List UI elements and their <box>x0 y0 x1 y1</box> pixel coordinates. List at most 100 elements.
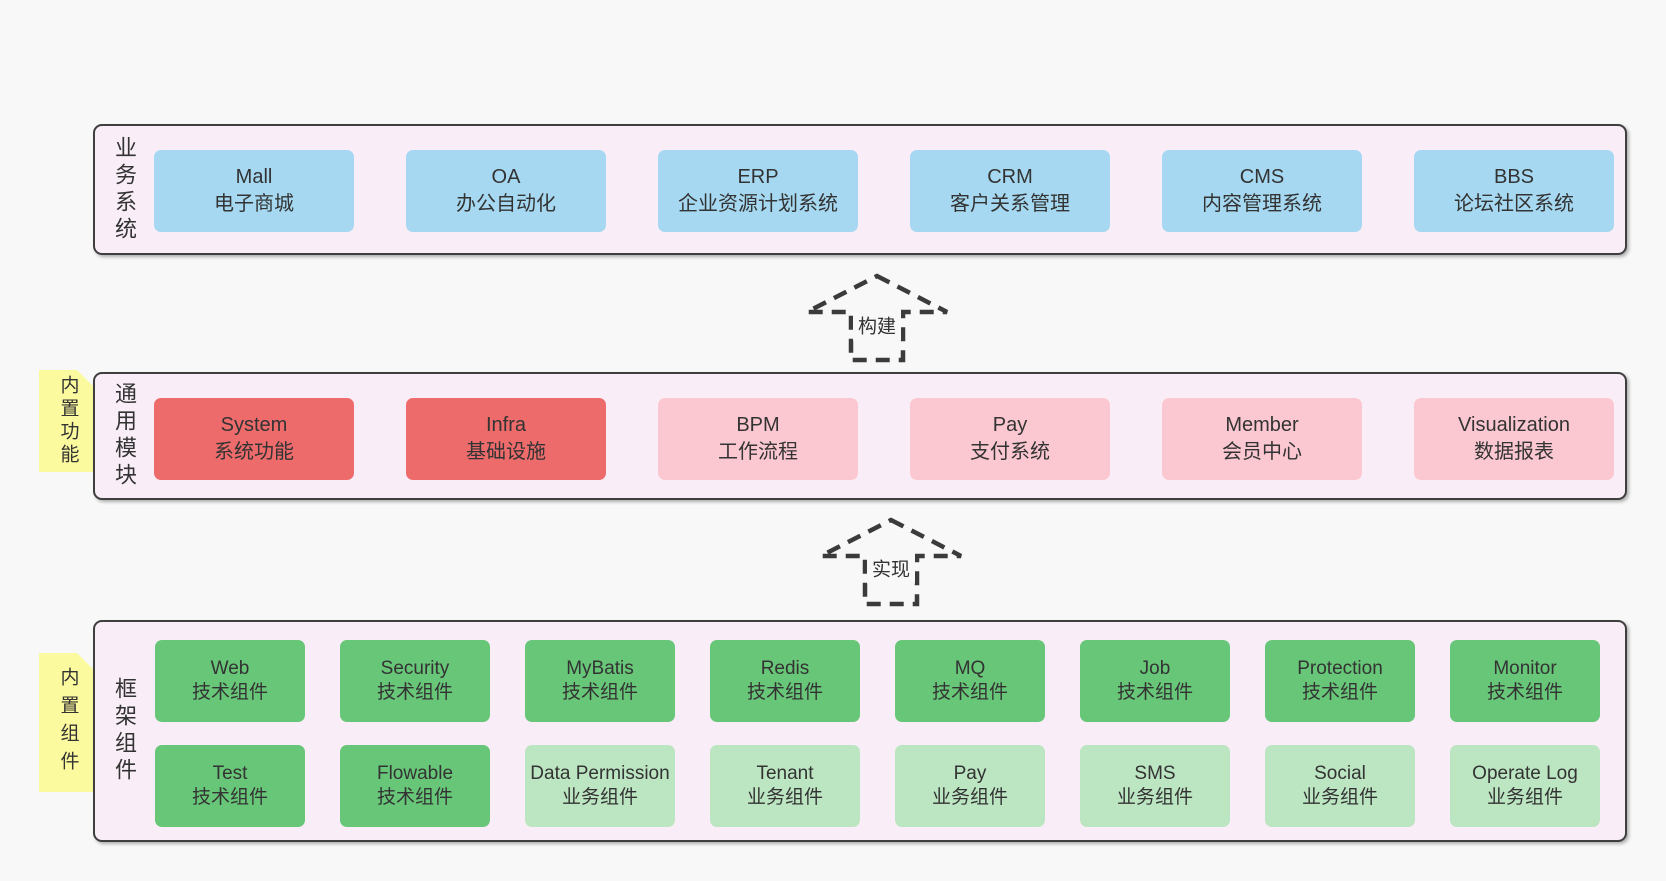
box-title: Pay <box>953 763 987 784</box>
box-tenant: Tenant 业务组件 <box>710 745 860 827</box>
sticky-note-label: 内置功能 <box>57 375 79 467</box>
box-cms: CMS 内容管理系统 <box>1162 150 1362 232</box>
box-title: Infra <box>485 414 527 436</box>
box-subtitle: 电子商城 <box>214 193 294 215</box>
box-sms: SMS 业务组件 <box>1080 745 1230 827</box>
box-subtitle: 数据报表 <box>1474 441 1554 463</box>
box-crm: CRM 客户关系管理 <box>910 150 1110 232</box>
layer-label-business-systems: 业务系统 <box>112 135 137 244</box>
box-subtitle: 技术组件 <box>1301 682 1378 703</box>
implement-arrow-up-icon <box>819 517 963 607</box>
box-subtitle: 业务组件 <box>561 787 638 808</box>
box-subtitle: 技术组件 <box>376 682 453 703</box>
box-bbs: BBS 论坛社区系统 <box>1414 150 1614 232</box>
box-title: Monitor <box>1493 658 1557 679</box>
box-title: Member <box>1225 414 1299 436</box>
box-pay-module: Pay 支付系统 <box>910 398 1110 480</box>
layer-business-systems: 业务系统 Mall 电子商城 OA 办公自动化 ERP 企业资源计划系统 CRM… <box>93 124 1627 255</box>
box-data-permission: Data Permission 业务组件 <box>525 745 675 827</box>
box-subtitle: 业务组件 <box>1486 787 1563 808</box>
box-mybatis: MyBatis 技术组件 <box>525 640 675 722</box>
box-title: ERP <box>737 166 779 188</box>
box-flowable: Flowable 技术组件 <box>340 745 490 827</box>
box-subtitle: 业务组件 <box>1301 787 1378 808</box>
box-title: Job <box>1139 658 1171 679</box>
box-system: System 系统功能 <box>154 398 354 480</box>
box-title: Pay <box>992 414 1028 436</box>
box-title: Tenant <box>756 763 814 784</box>
box-security: Security 技术组件 <box>340 640 490 722</box>
box-title: Operate Log <box>1472 763 1578 784</box>
box-title: Protection <box>1297 658 1383 679</box>
sticky-note-built-in-features: 内置功能 <box>39 370 97 472</box>
box-title: MyBatis <box>566 658 634 679</box>
box-title: Redis <box>760 658 810 679</box>
box-subtitle: 技术组件 <box>1486 682 1563 703</box>
box-title: Flowable <box>376 763 454 784</box>
layer-framework-components: 框架组件 Web 技术组件 Security 技术组件 MyBatis 技术组件… <box>93 620 1627 842</box>
box-subtitle: 业务组件 <box>931 787 1008 808</box>
box-visualization: Visualization 数据报表 <box>1414 398 1614 480</box>
box-title: Visualization <box>1458 414 1570 436</box>
box-title: System <box>220 414 288 436</box>
build-arrow-label: 构建 <box>852 309 902 341</box>
box-test: Test 技术组件 <box>155 745 305 827</box>
box-subtitle: 业务组件 <box>746 787 823 808</box>
box-title: OA <box>491 166 521 188</box>
box-infra: Infra 基础设施 <box>406 398 606 480</box>
box-protection: Protection 技术组件 <box>1265 640 1415 722</box>
layer-label-framework-components: 框架组件 <box>112 677 137 785</box>
box-subtitle: 基础设施 <box>466 441 546 463</box>
box-bpm: BPM 工作流程 <box>658 398 858 480</box>
box-title: Social <box>1314 763 1366 784</box>
box-subtitle: 技术组件 <box>561 682 638 703</box>
box-web: Web 技术组件 <box>155 640 305 722</box>
box-subtitle: 工作流程 <box>718 441 798 463</box>
sticky-note-label: 内置组件 <box>57 666 79 779</box>
box-subtitle: 客户关系管理 <box>950 193 1070 215</box>
modules-box-row: System 系统功能 Infra 基础设施 BPM 工作流程 Pay 支付系统… <box>154 398 1614 480</box>
box-title: SMS <box>1134 763 1176 784</box>
box-subtitle: 技术组件 <box>746 682 823 703</box>
box-redis: Redis 技术组件 <box>710 640 860 722</box>
box-subtitle: 企业资源计划系统 <box>678 193 838 215</box>
box-title: MQ <box>954 658 986 679</box>
box-title: BPM <box>736 414 780 436</box>
box-subtitle: 论坛社区系统 <box>1454 193 1574 215</box>
box-title: Mall <box>235 166 273 188</box>
components-box-row-1: Web 技术组件 Security 技术组件 MyBatis 技术组件 Redi… <box>155 640 1600 722</box>
box-subtitle: 技术组件 <box>191 787 268 808</box>
box-title: Test <box>212 763 248 784</box>
box-title: Security <box>380 658 450 679</box>
box-subtitle: 支付系统 <box>970 441 1050 463</box>
components-box-row-2: Test 技术组件 Flowable 技术组件 Data Permission … <box>155 745 1600 827</box>
box-subtitle: 会员中心 <box>1222 441 1302 463</box>
box-job: Job 技术组件 <box>1080 640 1230 722</box>
box-subtitle: 技术组件 <box>376 787 453 808</box>
box-subtitle: 内容管理系统 <box>1202 193 1322 215</box>
business-box-row: Mall 电子商城 OA 办公自动化 ERP 企业资源计划系统 CRM 客户关系… <box>154 150 1614 232</box>
box-subtitle: 业务组件 <box>1116 787 1193 808</box>
sticky-note-built-in-components: 内置组件 <box>39 653 97 792</box>
box-title: CMS <box>1239 166 1285 188</box>
box-title: Data Permission <box>530 763 670 784</box>
box-subtitle: 办公自动化 <box>456 193 556 215</box>
box-member: Member 会员中心 <box>1162 398 1362 480</box>
box-title: Web <box>210 658 250 679</box>
box-operate-log: Operate Log 业务组件 <box>1450 745 1600 827</box>
box-mq: MQ 技术组件 <box>895 640 1045 722</box>
build-arrow-up-icon <box>805 273 949 363</box>
box-pay-component: Pay 业务组件 <box>895 745 1045 827</box>
box-subtitle: 技术组件 <box>191 682 268 703</box>
box-social: Social 业务组件 <box>1265 745 1415 827</box>
implement-arrow-label: 实现 <box>866 552 916 584</box>
box-subtitle: 系统功能 <box>214 441 294 463</box>
box-erp: ERP 企业资源计划系统 <box>658 150 858 232</box>
box-subtitle: 技术组件 <box>931 682 1008 703</box>
box-title: BBS <box>1493 166 1535 188</box>
box-oa: OA 办公自动化 <box>406 150 606 232</box>
box-monitor: Monitor 技术组件 <box>1450 640 1600 722</box>
box-mall: Mall 电子商城 <box>154 150 354 232</box>
box-subtitle: 技术组件 <box>1116 682 1193 703</box>
layer-label-common-modules: 通用模块 <box>112 382 137 490</box>
